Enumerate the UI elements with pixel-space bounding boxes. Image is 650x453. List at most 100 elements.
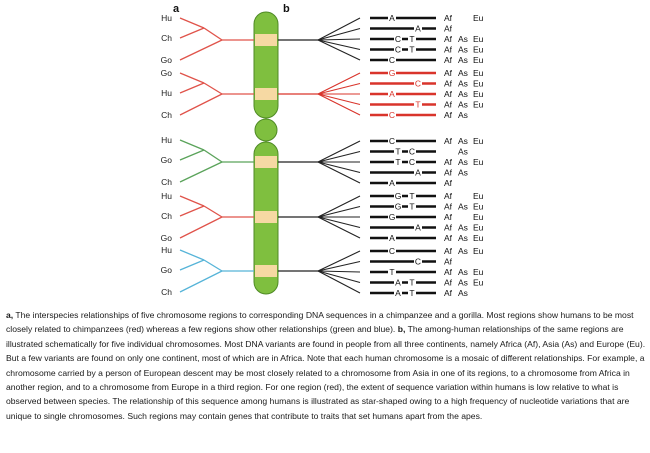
continent-label: Af [444,136,453,146]
human-branch [317,27,361,41]
continent-label: Af [444,223,453,233]
base-letter: C [389,136,395,146]
continent-label: Af [444,212,453,222]
base-background [414,78,422,88]
species-label: Go [161,233,173,243]
species-label: Go [161,68,173,78]
tree-branch [203,149,223,163]
base-letter: A [395,278,401,288]
base-background [388,212,396,221]
continent-label: Af [444,55,453,65]
continent-label: Eu [473,45,484,55]
tree-branch [179,270,223,293]
base-background [414,99,422,109]
species-label: Ch [161,110,172,120]
chromosome-band [255,34,277,46]
base-background [408,191,416,200]
continent-label: Eu [473,79,484,89]
base-background [394,277,402,287]
continent-label: Eu [473,34,484,44]
base-background [414,256,422,266]
tree-branch [179,149,205,161]
caption-b-label: b, [397,324,406,335]
species-label: Hu [161,135,172,145]
continent-label: Af [444,157,453,167]
continent-label: Eu [473,212,484,222]
base-letter: C [395,34,401,44]
continent-label: Af [444,168,453,178]
figure-caption: a, The interspecies relationships of fiv… [6,308,646,423]
caption-a-text: The interspecies relationships of five c… [6,310,634,335]
base-background [394,191,402,200]
continent-label: Eu [473,233,484,243]
tree-branch [203,27,223,41]
base-background [408,44,416,54]
continent-label: As [458,288,468,298]
continent-label: Af [444,246,453,256]
human-branch [317,82,361,95]
continent-label: As [458,233,468,243]
base-letter: A [389,89,395,99]
tree-branch [203,259,223,272]
continent-label: Eu [473,55,484,65]
species-label: Ch [161,33,172,43]
human-branch [317,195,361,218]
base-letter: G [395,191,402,201]
base-background [394,146,402,156]
base-letter: C [395,45,401,55]
panel-label-a: a [173,3,180,15]
base-letter: C [389,110,395,120]
continent-label: Af [444,89,453,99]
human-branch [317,72,361,95]
continent-label: Eu [473,246,484,256]
continent-label: Af [444,278,453,288]
human-branch [317,205,361,218]
species-label: Ch [161,211,172,221]
base-background [388,136,396,145]
continent-label: Eu [473,223,484,233]
continent-label: As [458,100,468,110]
chromosome-band [255,265,277,277]
species-label: Go [161,55,173,65]
base-background [388,246,396,255]
human-branch [317,93,361,106]
continent-label: Af [444,288,453,298]
base-background [408,157,416,166]
chromosome-centromere [254,118,278,142]
human-branch [317,270,361,273]
base-letter: A [389,178,395,188]
species-label: Hu [161,191,172,201]
human-branch [317,260,361,272]
base-background [414,222,422,232]
continent-label: As [458,55,468,65]
continent-label: As [458,68,468,78]
human-branch [317,93,361,116]
chromosome [253,11,279,295]
panel-label-b: b [283,3,290,15]
continent-label: As [458,246,468,256]
base-letter: G [389,68,396,78]
continent-label: Eu [473,89,484,99]
continent-label: As [458,267,468,277]
tree-branch [179,93,223,116]
base-background [408,277,416,287]
continent-label: As [458,223,468,233]
tree-branch [179,195,205,207]
human-branch [317,17,361,41]
continent-label: Eu [473,202,484,212]
species-label: Ch [161,177,172,187]
continent-label: Af [444,34,453,44]
human-branch [317,216,361,239]
base-letter: T [395,157,400,167]
continent-label: Eu [473,191,484,201]
base-background [408,288,416,297]
base-letter: A [389,13,395,23]
continent-label: Af [444,110,453,120]
base-background [394,34,402,43]
base-background [388,110,396,119]
tree-branch [179,39,223,61]
continent-label: Eu [473,68,484,78]
tree-branch [179,259,205,271]
